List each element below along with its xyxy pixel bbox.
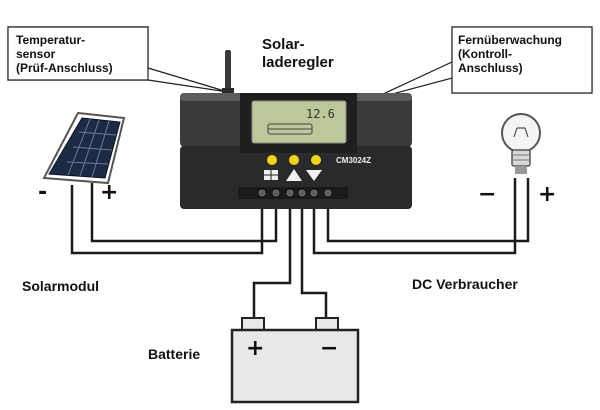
dc-load-bulb [501, 113, 541, 174]
callout-line: Fernüberwachung [458, 33, 563, 47]
solar-module-label: Solarmodul [22, 278, 100, 294]
button-3 [311, 155, 321, 165]
dc-load-label: DC Verbraucher [412, 276, 518, 292]
wiring [70, 178, 530, 318]
solar-panel [42, 111, 126, 185]
remote-monitoring-callout [369, 26, 593, 101]
solar-minus-sign: - [38, 180, 48, 205]
battery [230, 317, 360, 404]
wire-battery-minus [300, 199, 328, 318]
remote-monitoring-label: Fernüberwachung (Kontroll- Anschluss) [458, 33, 562, 75]
temperature-sensor-callout [7, 26, 229, 93]
lcd-reading: 12.6 [306, 107, 335, 121]
battery-body [230, 328, 360, 404]
terminal-3 [286, 189, 294, 197]
model-label: CM3024Z [336, 156, 371, 165]
terminal-5 [310, 189, 318, 197]
battery-plus-sign: + [246, 336, 265, 361]
callout-line: Temperatur- [16, 33, 86, 47]
terminal-4 [298, 189, 306, 197]
callout-line: (Prüf-Anschluss) [16, 61, 113, 75]
temperature-sensor-label: Temperatur- sensor (Prüf-Anschluss) [16, 33, 113, 75]
title-line: laderegler [262, 54, 334, 71]
terminal-2 [272, 189, 280, 197]
wire-solar-minus [70, 185, 264, 255]
wire-battery-plus [252, 199, 292, 318]
battery-label: Batterie [148, 346, 201, 362]
antenna [225, 50, 231, 98]
terminal-6 [324, 189, 332, 197]
solar-plus-sign: + [100, 180, 119, 205]
wire-load-minus [312, 178, 517, 255]
button-2 [289, 155, 299, 165]
battery-minus-sign: − [320, 336, 339, 361]
load-plus-sign: + [538, 182, 557, 207]
wire-solar-plus [90, 183, 278, 243]
panel-icon [264, 170, 278, 180]
charge-controller: 12.6 CM3024Z [180, 50, 412, 209]
button-1 [267, 155, 277, 165]
bulb-icon [306, 170, 322, 181]
title-line: Solar- [262, 36, 305, 53]
terminal-1 [258, 189, 266, 197]
lcd-display [251, 100, 347, 144]
callout-line: Anschluss) [458, 61, 523, 75]
load-minus-sign: − [478, 182, 497, 207]
controller-title: Solar- laderegler [262, 36, 334, 72]
battery-icon [286, 169, 302, 181]
callout-line: sensor [16, 47, 56, 61]
wire-load-plus [326, 178, 530, 243]
callout-line: (Kontroll- [458, 47, 512, 61]
